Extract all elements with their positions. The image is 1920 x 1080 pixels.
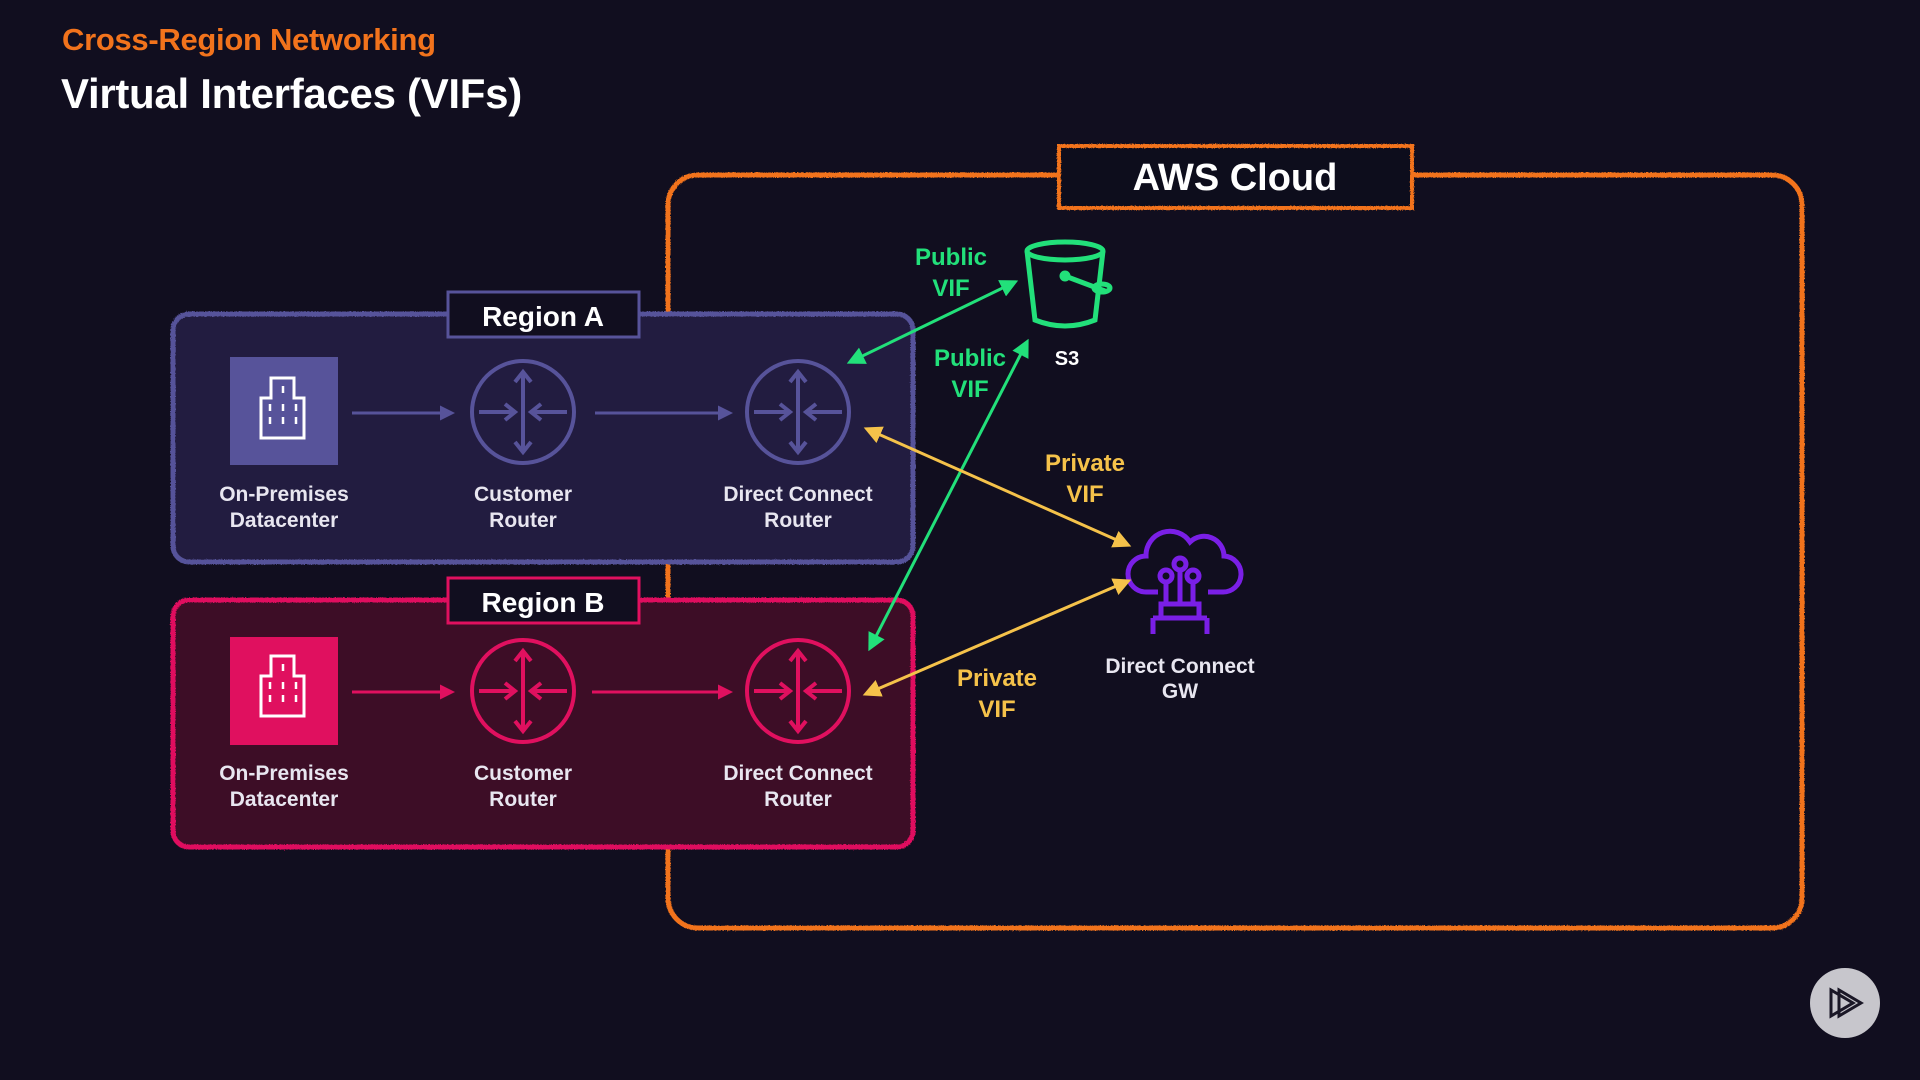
private-vif-b-label: Private — [957, 665, 1037, 692]
public-vif-a-label: VIF — [932, 275, 969, 302]
node-label: Direct Connect — [723, 762, 872, 785]
node-label: Router — [489, 788, 557, 811]
s3-service: S3 — [1024, 239, 1113, 370]
region-a-label-box — [446, 290, 641, 339]
public-vif-a-label: Public — [915, 244, 987, 271]
region-a: Region A On-Premises Datacenter Customer… — [170, 290, 916, 565]
region-b-dc-router: Direct Connect Router — [723, 638, 873, 811]
private-vif-a-line — [863, 426, 1132, 548]
region-a-customer-router: Customer Router — [470, 359, 576, 532]
region-b: Region B On-Premises Datacenter Customer… — [170, 576, 916, 850]
node-label: Customer — [474, 483, 572, 506]
aws-cloud-label-box — [1057, 144, 1414, 210]
region-b-label: Region B — [482, 587, 605, 618]
direct-connect-gateway-icon — [1125, 528, 1244, 634]
region-b-label-box — [446, 576, 641, 625]
connections: Public VIF Public VIF Private VIF Privat… — [846, 244, 1132, 723]
next-slide-button[interactable] — [1810, 968, 1880, 1038]
public-vif-b-label: Public — [934, 345, 1006, 372]
s3-label: S3 — [1055, 348, 1079, 370]
router-icon — [470, 638, 576, 744]
public-vif-b-label: VIF — [951, 376, 988, 403]
aws-cloud-label: AWS Cloud — [1133, 157, 1338, 199]
dc-gateway-label: Direct Connect — [1105, 655, 1254, 678]
private-vif-a-label: Private — [1045, 450, 1125, 477]
section-subtitle: Cross-Region Networking — [62, 22, 436, 57]
region-a-dc-router: Direct Connect Router — [723, 359, 873, 532]
node-label: Router — [489, 509, 557, 532]
region-b-customer-router: Customer Router — [470, 638, 576, 811]
private-vif-a-label: VIF — [1066, 481, 1103, 508]
router-icon — [745, 359, 851, 465]
node-label: Router — [764, 509, 832, 532]
node-label: Datacenter — [230, 788, 339, 811]
node-label: Router — [764, 788, 832, 811]
node-label: On-Premises — [219, 762, 349, 785]
router-icon — [745, 638, 851, 744]
region-a-label: Region A — [482, 301, 604, 332]
router-icon — [470, 359, 576, 465]
node-label: Customer — [474, 762, 572, 785]
private-vif-b-label: VIF — [978, 696, 1015, 723]
dc-gateway-label: GW — [1162, 680, 1198, 703]
node-label: On-Premises — [219, 483, 349, 506]
dc-gateway-service: Direct Connect GW — [1105, 528, 1255, 703]
region-b-datacenter: On-Premises Datacenter — [219, 637, 349, 811]
next-icon — [1829, 987, 1864, 1019]
building-icon — [230, 637, 338, 745]
region-a-datacenter: On-Premises Datacenter — [219, 357, 349, 532]
node-label: Datacenter — [230, 509, 339, 532]
page-title: Virtual Interfaces (VIFs) — [61, 70, 522, 117]
node-label: Direct Connect — [723, 483, 872, 506]
private-vif-b-line — [862, 578, 1132, 697]
s3-bucket-icon — [1024, 239, 1113, 329]
